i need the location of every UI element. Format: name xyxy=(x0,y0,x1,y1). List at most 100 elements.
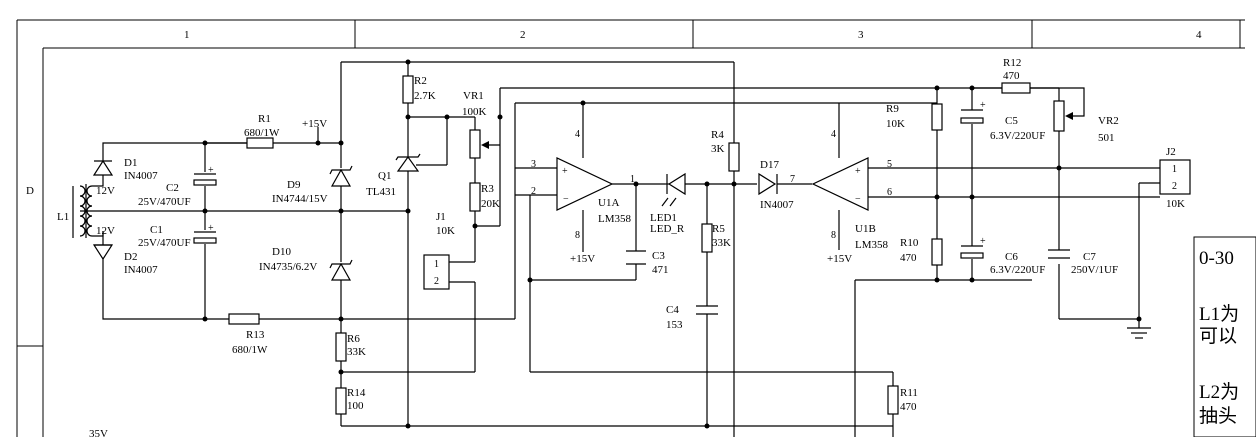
c5-ref: C5 xyxy=(1005,115,1018,127)
c6-value: 6.3V/220UF xyxy=(990,264,1045,276)
u1a-pin-out: 1 xyxy=(630,174,635,185)
r6-ref: R6 xyxy=(347,333,360,345)
r6-value: 33K xyxy=(347,346,366,358)
svg-text:+: + xyxy=(562,166,568,177)
u1b-ref: U1B xyxy=(855,223,876,235)
r13-ref: R13 xyxy=(246,329,265,341)
c1-value: 25V/470UF xyxy=(138,237,191,249)
opamp-u1b: + − xyxy=(811,157,869,211)
plus15v-u1b-label: +15V xyxy=(827,253,852,265)
resistor-r11 xyxy=(887,385,899,415)
winding-top-label: 12V xyxy=(96,185,115,197)
svg-text:+: + xyxy=(208,223,214,234)
j1-pin2: 2 xyxy=(434,276,439,287)
diode-d2 xyxy=(92,231,114,261)
svg-text:−: − xyxy=(563,194,569,205)
d9-ref: D9 xyxy=(287,179,301,191)
resistor-r4 xyxy=(728,142,740,172)
capacitor-c4 xyxy=(696,305,718,315)
note-line-1: 0-30 xyxy=(1199,248,1234,269)
d1-ref: D1 xyxy=(124,157,137,169)
d10-ref: D10 xyxy=(272,246,291,258)
d17-value: IN4007 xyxy=(760,199,794,211)
c4-value: 153 xyxy=(666,319,683,331)
r1-ref: R1 xyxy=(258,113,271,125)
zener-d10 xyxy=(329,259,353,281)
wires xyxy=(72,61,1160,437)
c2-value: 25V/470UF xyxy=(138,196,191,208)
j2-pin1: 1 xyxy=(1172,164,1177,175)
diode-d17 xyxy=(758,172,778,196)
note-line-5: 抽头 xyxy=(1199,405,1237,427)
r3-value: 20K xyxy=(481,198,500,210)
r11-ref: R11 xyxy=(900,387,918,399)
resistor-r14 xyxy=(335,387,347,415)
u1b-pin-minus: 6 xyxy=(887,187,892,198)
resistor-r9 xyxy=(931,103,943,131)
resistor-r6 xyxy=(335,332,347,362)
capacitor-c2: + xyxy=(193,165,217,186)
c6-ref: C6 xyxy=(1005,251,1018,263)
capacitor-c5: + xyxy=(960,100,986,124)
u1a-pin-minus: 2 xyxy=(531,186,536,197)
potentiometer-vr2 xyxy=(1053,100,1065,132)
svg-text:−: − xyxy=(855,194,861,205)
svg-text:+: + xyxy=(208,165,214,176)
c1-ref: C1 xyxy=(150,224,163,236)
u1b-pin-out: 7 xyxy=(790,174,795,185)
resistor-r3 xyxy=(469,182,481,212)
d2-value: IN4007 xyxy=(124,264,158,276)
diode-d1 xyxy=(92,159,114,176)
note-line-2: L1为 xyxy=(1199,303,1239,325)
u1a-pin-gnd: 8 xyxy=(575,230,580,241)
c2-ref: C2 xyxy=(166,182,179,194)
resistor-r13 xyxy=(228,313,260,325)
opamp-u1a: + − xyxy=(556,157,614,211)
led1-value: LED_R xyxy=(650,223,685,235)
r5-value: 33K xyxy=(712,237,731,249)
q1-value: TL431 xyxy=(366,186,396,198)
j2-value: 10K xyxy=(1166,198,1185,210)
c7-ref: C7 xyxy=(1083,251,1096,263)
c3-ref: C3 xyxy=(652,250,665,262)
led1-ref: LED1 xyxy=(650,212,677,224)
j2-pin2: 2 xyxy=(1172,181,1177,192)
r10-ref: R10 xyxy=(900,237,919,249)
connector-j1 xyxy=(423,254,450,290)
r11-value: 470 xyxy=(900,401,917,413)
plus15v-u1a-label: +15V xyxy=(570,253,595,265)
vr1-ref: VR1 xyxy=(463,90,484,102)
c4-ref: C4 xyxy=(666,304,679,316)
r12-value: 470 xyxy=(1003,70,1020,82)
q1-ref: Q1 xyxy=(378,170,391,182)
r12-ref: R12 xyxy=(1003,57,1021,69)
zone-label-1: 1 xyxy=(184,29,190,41)
vr1-wiper xyxy=(481,141,489,149)
led-led1 xyxy=(661,172,686,207)
capacitor-c7 xyxy=(1048,249,1070,259)
zone-label-2: 2 xyxy=(520,29,526,41)
v35-label: 35V xyxy=(89,428,108,437)
vr1-value: 100K xyxy=(462,106,487,118)
note-line-4: L2为 xyxy=(1199,381,1239,403)
j1-pin1: 1 xyxy=(434,259,439,270)
u1a-value: LM358 xyxy=(598,213,632,225)
row-label-d: D xyxy=(26,185,34,197)
u1b-value: LM358 xyxy=(855,239,889,251)
u1a-ref: U1A xyxy=(598,197,619,209)
d10-value: IN4735/6.2V xyxy=(259,261,317,273)
r9-value: 10K xyxy=(886,118,905,130)
r14-ref: R14 xyxy=(347,387,366,399)
u1b-pin-vcc: 4 xyxy=(831,129,836,140)
c3-value: 471 xyxy=(652,264,669,276)
j1-value: 10K xyxy=(436,225,455,237)
capacitor-c3 xyxy=(626,250,646,265)
d17-ref: D17 xyxy=(760,159,779,171)
r5-ref: R5 xyxy=(712,223,725,235)
d2-ref: D2 xyxy=(124,251,137,263)
r2-value: 2.7K xyxy=(414,90,436,102)
zone-label-4: 4 xyxy=(1196,29,1202,41)
r3-ref: R3 xyxy=(481,183,494,195)
potentiometer-vr1 xyxy=(469,129,481,159)
